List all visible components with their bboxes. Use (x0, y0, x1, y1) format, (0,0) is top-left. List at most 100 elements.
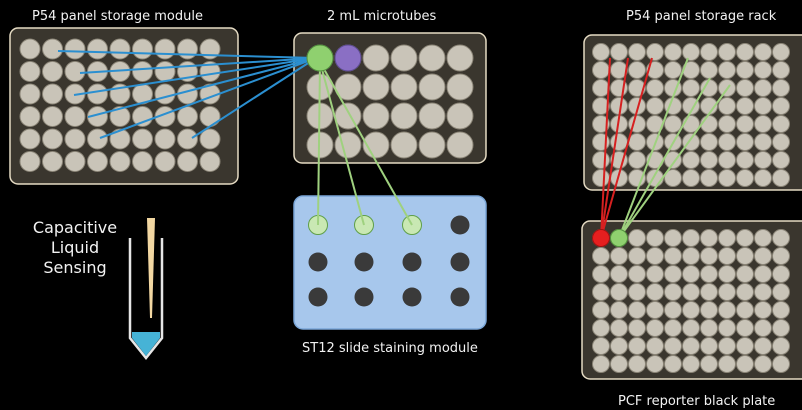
pcf-well (646, 247, 664, 265)
module-well (109, 106, 131, 127)
blue-transfer-line (191, 57, 317, 139)
pcf-well (610, 247, 628, 265)
rack-well (682, 169, 700, 187)
pcf-well (700, 301, 718, 319)
rack-well (772, 79, 790, 97)
pcf-well (772, 337, 790, 355)
pcf-well (592, 265, 610, 283)
module-well (132, 128, 153, 150)
rack-well (628, 61, 646, 79)
rack-well (718, 169, 736, 187)
rack-well (772, 133, 790, 151)
rack-well (736, 97, 754, 115)
module-well (154, 61, 176, 82)
pcf-well (682, 319, 700, 337)
rack-well (736, 61, 754, 79)
slide-position (354, 252, 374, 272)
green-transfer-line (618, 84, 731, 239)
rack-well (610, 43, 628, 61)
slide-position (308, 252, 328, 272)
slide-position (450, 252, 470, 272)
pcf-well (682, 355, 700, 373)
rack-well (700, 115, 718, 133)
st12-label: ST12 slide staining module (302, 341, 478, 356)
pcf-well (646, 229, 664, 247)
rack-well (700, 43, 718, 61)
rack-well (592, 97, 610, 115)
pcf-well (610, 301, 628, 319)
rack-well (718, 115, 736, 133)
pcf-well (682, 265, 700, 283)
rack-well (682, 43, 700, 61)
rack-well (592, 61, 610, 79)
pcf-well (664, 265, 682, 283)
pcf-well (628, 319, 646, 337)
module-well (132, 106, 153, 127)
pcf-well (772, 265, 790, 283)
rack-well (754, 79, 772, 97)
p54-rack-label: P54 panel storage rack (626, 9, 777, 24)
rack-well (736, 79, 754, 97)
rack-well (754, 115, 772, 133)
pcf-well (610, 319, 628, 337)
module-well (154, 128, 176, 150)
pcf-well (664, 247, 682, 265)
pcf-well (592, 337, 610, 355)
pcf-well (610, 337, 628, 355)
microtube-slot (362, 44, 390, 72)
module-well (154, 83, 176, 105)
pcf-well (718, 319, 736, 337)
rack-well (754, 97, 772, 115)
pcf-well (718, 337, 736, 355)
green-transfer-line (618, 57, 689, 239)
pcf-well (772, 301, 790, 319)
pcf-well (736, 247, 754, 265)
red-well (592, 229, 610, 247)
rack-well (700, 151, 718, 169)
pcf-well (664, 301, 682, 319)
rack-well (664, 169, 682, 187)
module-well (42, 151, 63, 172)
microtubes-label: 2 mL microtubes (327, 9, 437, 24)
purple-tube (334, 44, 362, 72)
microtube-slot (390, 102, 418, 130)
rack-well (736, 133, 754, 151)
pcf-well (772, 319, 790, 337)
pcf-well (736, 337, 754, 355)
green-transfer-line (618, 77, 711, 239)
microtube-slot (334, 102, 362, 130)
rack-well (610, 133, 628, 151)
module-well (132, 61, 153, 82)
pcf-well (736, 229, 754, 247)
module-well (199, 61, 221, 82)
rack-well (772, 115, 790, 133)
pcf-well (736, 283, 754, 301)
pcf-well (700, 355, 718, 373)
pcf-well (718, 265, 736, 283)
pcf-well (592, 319, 610, 337)
pcf-well (736, 301, 754, 319)
slide-position (402, 252, 422, 272)
rack-well (772, 61, 790, 79)
pcf-well (700, 229, 718, 247)
rack-well (700, 79, 718, 97)
module-well (42, 61, 63, 82)
green-tube (306, 44, 334, 72)
pcf-well (754, 337, 772, 355)
microtube-slot (418, 44, 446, 72)
module-well (64, 128, 86, 150)
pcf-well (754, 355, 772, 373)
module-well (87, 128, 108, 150)
rack-well (592, 43, 610, 61)
rack-well (628, 43, 646, 61)
rack-well (700, 61, 718, 79)
module-well (87, 151, 108, 172)
rack-well (592, 115, 610, 133)
rack-well (736, 169, 754, 187)
rack-well (736, 43, 754, 61)
microtube-slot (362, 102, 390, 130)
pcf-well (664, 337, 682, 355)
pcf-well (628, 229, 646, 247)
module-well (199, 151, 221, 172)
